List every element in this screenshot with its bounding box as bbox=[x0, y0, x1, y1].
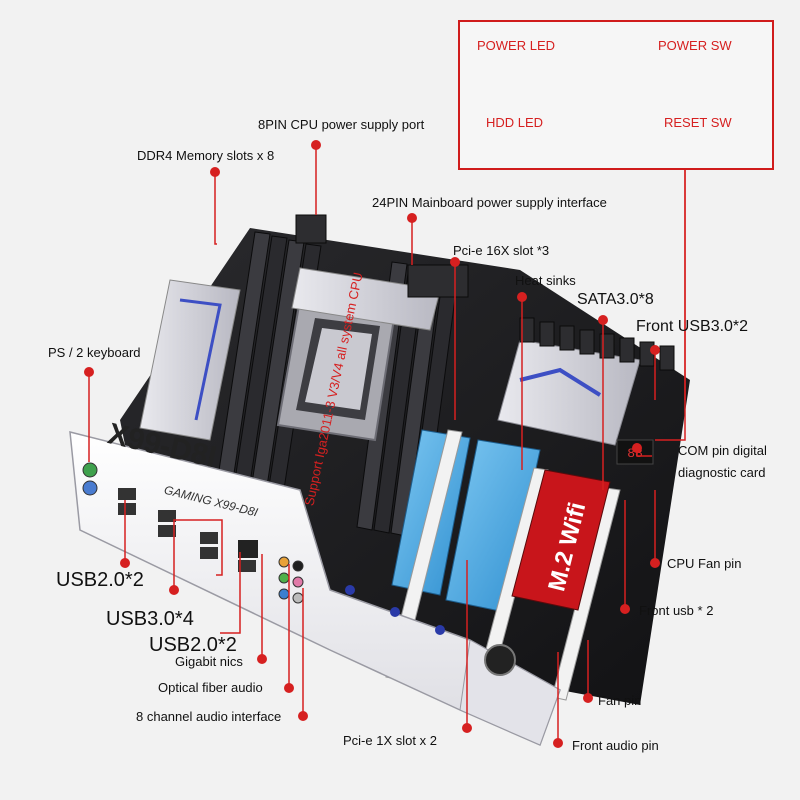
label-heatsinks: Heat sinks bbox=[515, 273, 576, 288]
power-led-label: POWER LED bbox=[477, 38, 556, 53]
vrm-heatsink-top bbox=[291, 267, 441, 331]
label-audio8: 8 channel audio interface bbox=[136, 709, 282, 724]
label-diag-card: diagnostic card bbox=[678, 465, 766, 480]
label-front-audio: Front audio pin bbox=[572, 738, 659, 753]
io-shield bbox=[69, 431, 561, 747]
label-usb2-a: USB2.0*2 bbox=[56, 569, 144, 591]
vrm-accent-line bbox=[179, 298, 222, 421]
label-nic: Gigabit nics bbox=[175, 654, 243, 669]
label-pcie1: Pci-e 1X slot x 2 bbox=[343, 733, 437, 748]
label-optical: Optical fiber audio bbox=[158, 680, 263, 695]
callout-lines bbox=[88, 148, 686, 743]
label-front-usb2: Front usb * 2 bbox=[639, 603, 714, 618]
rear-io-ports bbox=[82, 462, 304, 604]
front-panel-diagram bbox=[458, 20, 774, 170]
sata-ports bbox=[519, 317, 675, 371]
label-pcie16: Pci-e 16X slot *3 bbox=[453, 243, 550, 258]
label-cpu-fan: CPU Fan pin bbox=[667, 556, 742, 571]
label-sata: SATA3.0*8 bbox=[577, 291, 654, 308]
callout-dots bbox=[84, 140, 690, 748]
label-ps2: PS / 2 keyboard bbox=[48, 345, 141, 360]
label-usb3: USB3.0*4 bbox=[106, 608, 194, 630]
cpu-socket bbox=[276, 298, 397, 442]
hdd-led-label: HDD LED bbox=[486, 115, 544, 130]
m2-wifi-card: M.2 Wifi bbox=[511, 469, 611, 611]
label-ddr4: DDR4 Memory slots x 8 bbox=[137, 148, 275, 163]
vrm-heatsink-left bbox=[139, 279, 241, 441]
cpu-8pin-connector bbox=[295, 214, 327, 244]
power-sw-label: POWER SW bbox=[658, 38, 732, 53]
label-usb2-b: USB2.0*2 bbox=[149, 634, 237, 656]
label-fan-pin: Fan pin bbox=[598, 693, 642, 708]
label-cpu-power: 8PIN CPU power supply port bbox=[258, 117, 425, 132]
label-front-usb3: Front USB3.0*2 bbox=[636, 318, 749, 335]
reset-sw-label: RESET SW bbox=[664, 115, 732, 130]
label-atx24: 24PIN Mainboard power supply interface bbox=[372, 195, 607, 210]
label-com-pin: COM pin digital bbox=[678, 443, 767, 458]
atx-24pin-connector bbox=[407, 264, 469, 298]
